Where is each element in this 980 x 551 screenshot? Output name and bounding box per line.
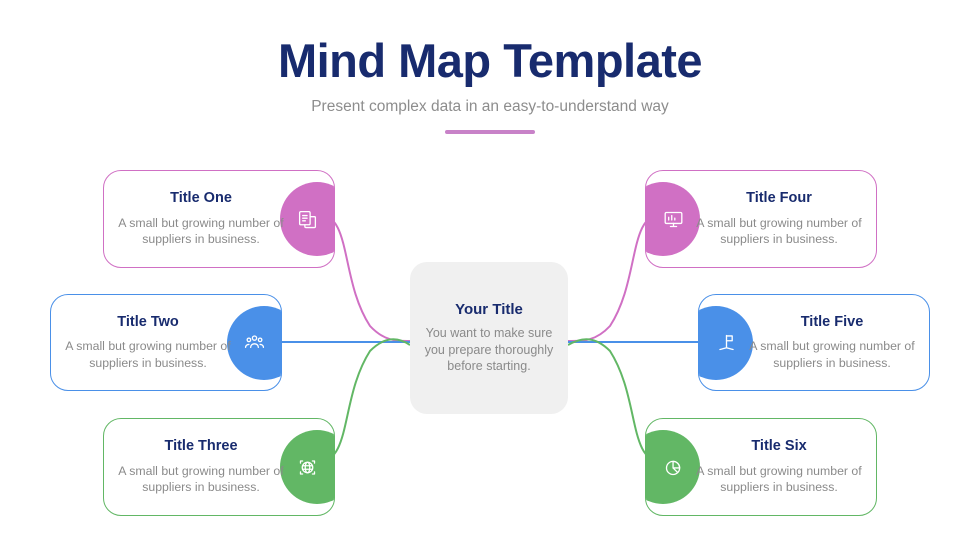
- page-title: Mind Map Template: [277, 34, 703, 87]
- branch-title-six: Title Six: [751, 438, 807, 455]
- slide-header: Mind Map Template Present complex data i…: [0, 36, 980, 134]
- people-group-icon: [244, 335, 264, 348]
- branch-card-body-six: Title Six A small but growing number of …: [646, 438, 876, 495]
- center-node-title: Your Title: [455, 301, 523, 319]
- monitor-presentation-icon: [664, 211, 682, 227]
- documents-copy-icon: [298, 210, 316, 228]
- branch-card-five[interactable]: Title Five A small but growing number of…: [698, 294, 930, 391]
- page-subtitle: Present complex data in an easy-to-under…: [311, 98, 669, 116]
- branch-description-three: A small but growing number of suppliers …: [118, 463, 284, 495]
- branch-card-two[interactable]: Title Two A small but growing number of …: [50, 294, 282, 391]
- globe-network-icon: [299, 459, 315, 475]
- branch-card-body-five: Title Five A small but growing number of…: [699, 314, 929, 371]
- center-node-description: You want to make sure you prepare thorou…: [424, 326, 554, 374]
- branch-description-two: A small but growing number of suppliers …: [65, 339, 231, 370]
- branch-description-five: A small but growing number of suppliers …: [749, 339, 915, 370]
- branch-card-body-two: Title Two A small but growing number of …: [51, 314, 281, 371]
- branch-title-three: Title Three: [164, 438, 238, 455]
- branch-card-six[interactable]: Title Six A small but growing number of …: [645, 418, 877, 516]
- title-accent-bar: [445, 129, 535, 134]
- center-node[interactable]: Your Title You want to make sure you pre…: [410, 262, 568, 414]
- branch-card-body-four: Title Four A small but growing number of…: [646, 190, 876, 247]
- branch-card-four[interactable]: Title Four A small but growing number of…: [645, 170, 877, 268]
- pie-chart-icon: [665, 460, 680, 475]
- branch-title-one: Title One: [170, 190, 232, 207]
- branch-description-four: A small but growing number of suppliers …: [696, 215, 862, 247]
- branch-card-body-three: Title Three A small but growing number o…: [104, 438, 334, 495]
- branch-title-five: Title Five: [800, 313, 864, 330]
- branch-title-two: Title Two: [117, 313, 179, 330]
- branch-description-six: A small but growing number of suppliers …: [696, 463, 862, 495]
- flag-goal-icon: [718, 334, 734, 351]
- branch-card-one[interactable]: Title One A small but growing number of …: [103, 170, 335, 268]
- branch-card-three[interactable]: Title Three A small but growing number o…: [103, 418, 335, 516]
- branch-card-body-one: Title One A small but growing number of …: [104, 190, 334, 247]
- branch-title-four: Title Four: [746, 190, 812, 207]
- branch-description-one: A small but growing number of suppliers …: [118, 215, 284, 247]
